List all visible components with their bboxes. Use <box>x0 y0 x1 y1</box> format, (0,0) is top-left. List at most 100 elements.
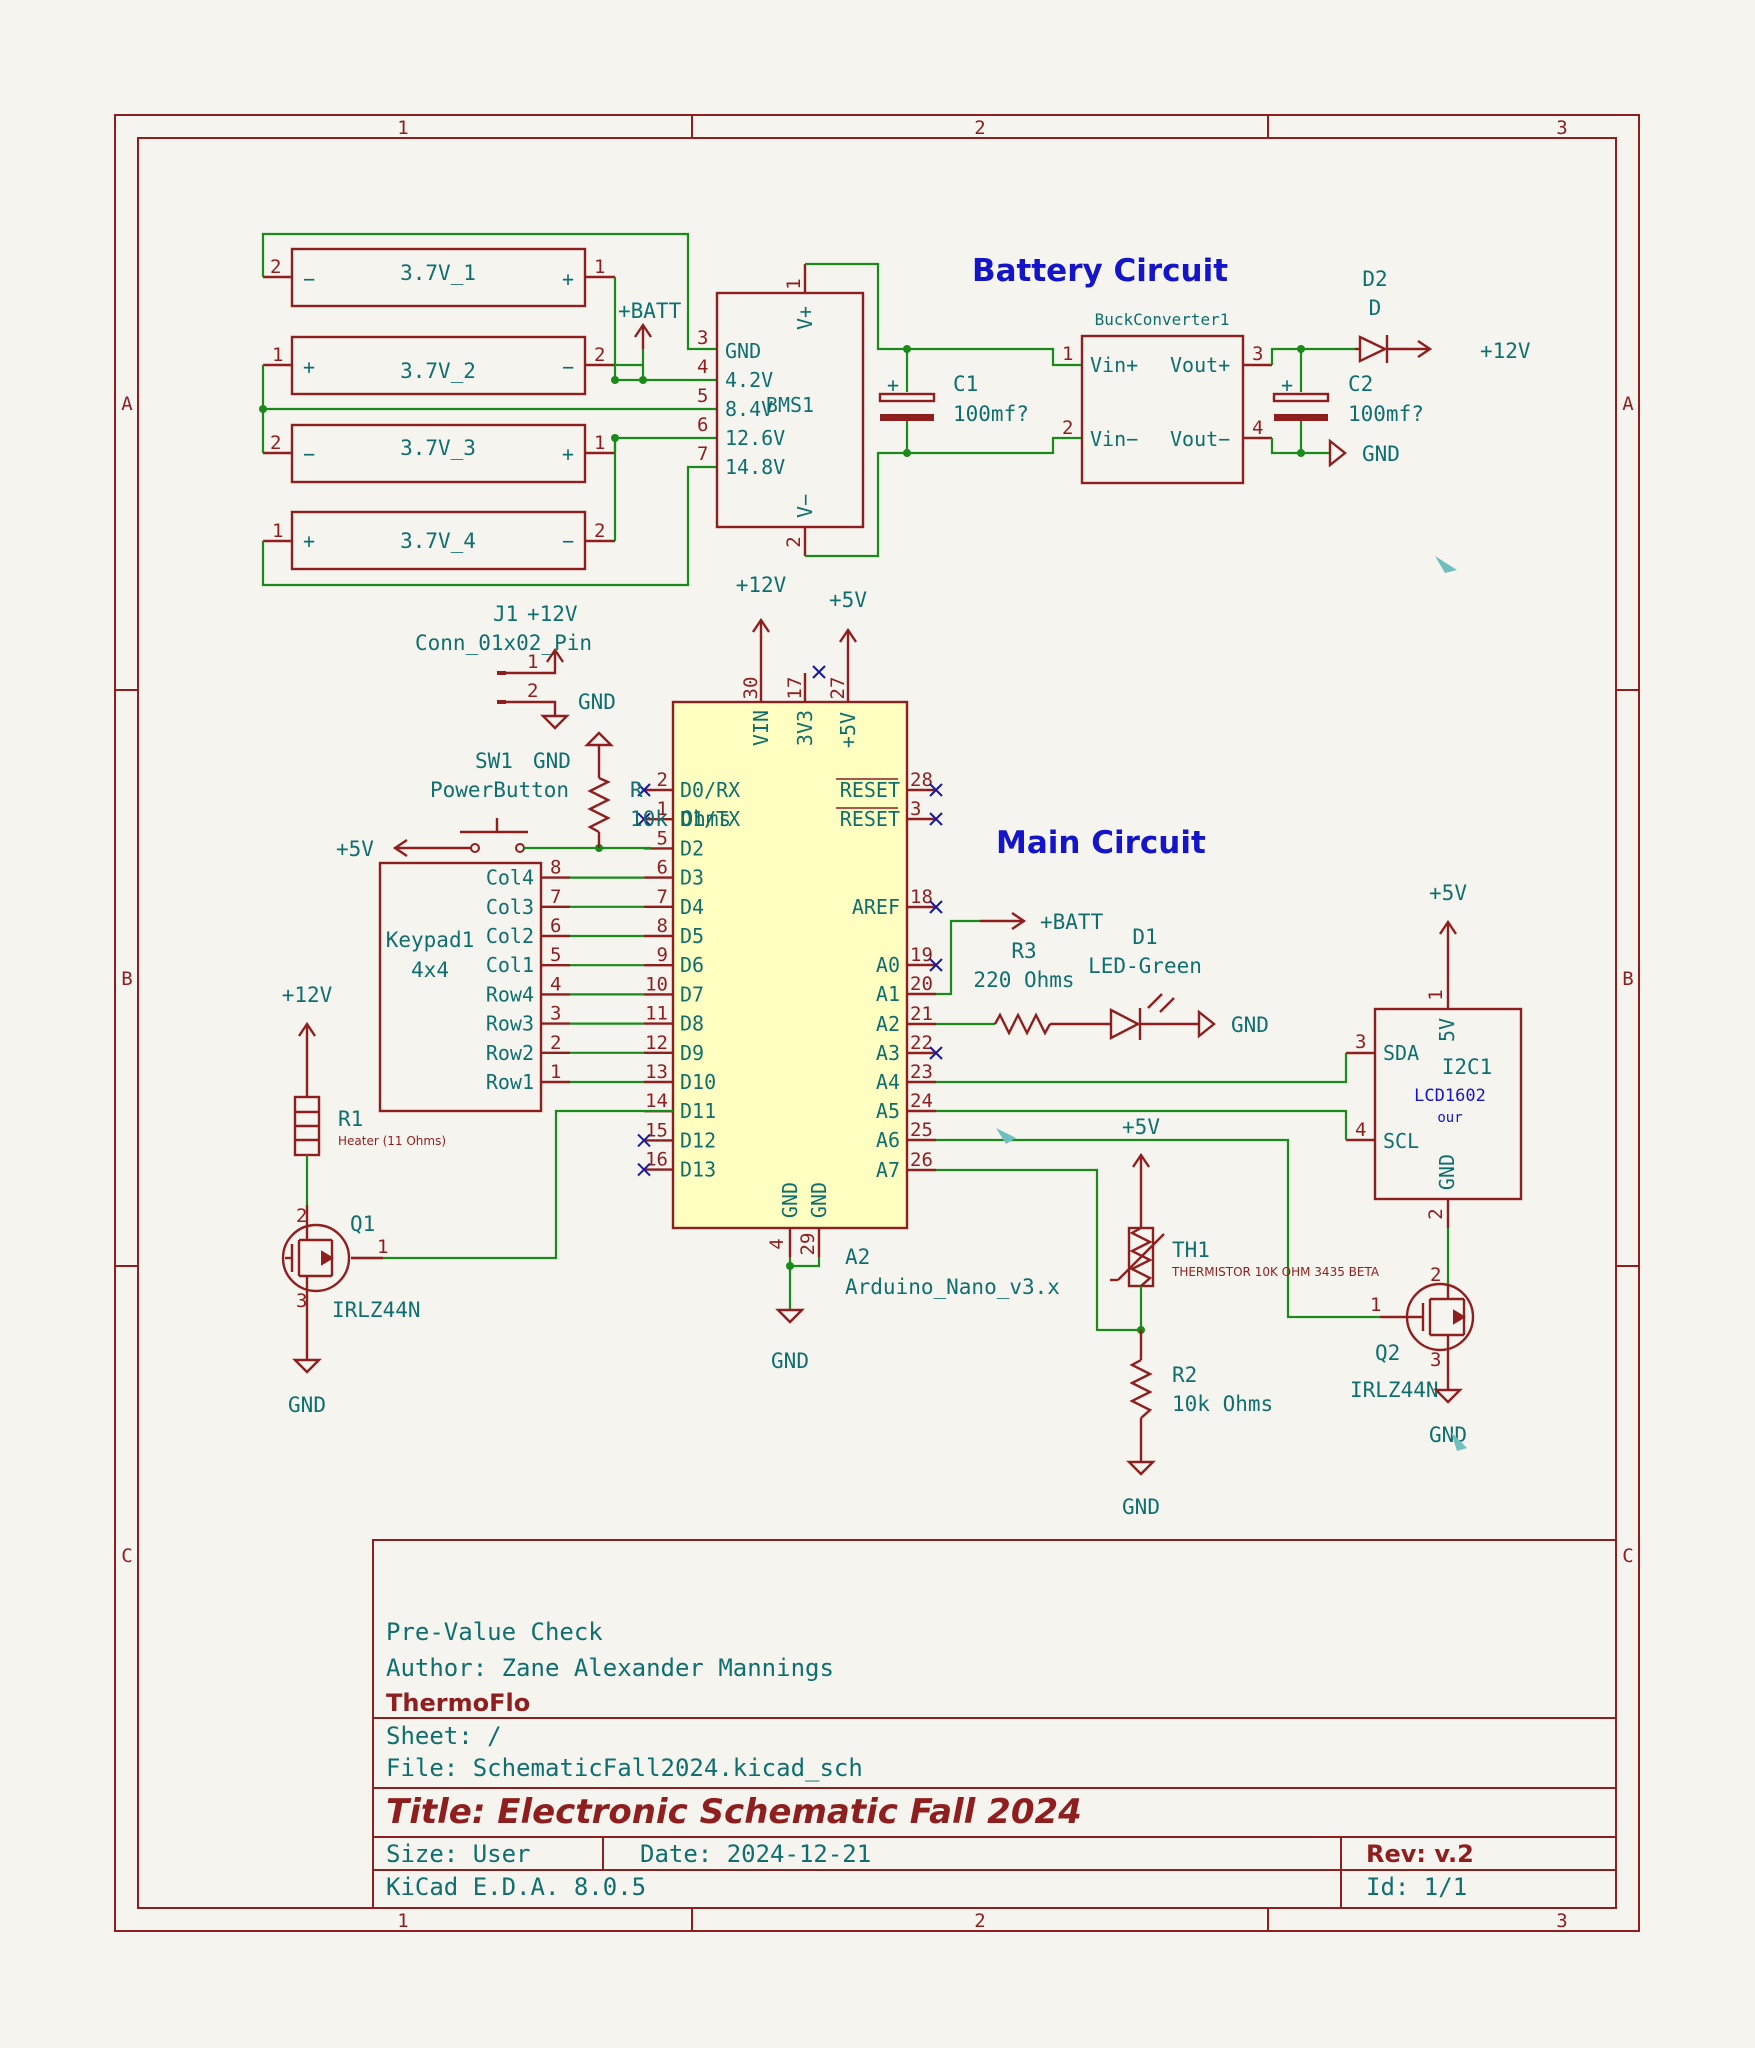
i2c-lcd: I2C1 LCD1602 our SDA SCL 5V GND 3 4 1 2 … <box>936 881 1523 1285</box>
arduino-nano: A2 Arduino_Nano_v3.x <box>671 700 1060 1299</box>
lcd-pin1: 1 <box>1425 989 1447 1000</box>
bms-pin4-num: 4 <box>697 356 708 378</box>
arduino-left-pin-num: 12 <box>645 1032 668 1054</box>
battery-1-pin-right: 1 <box>594 256 605 278</box>
arduino-body[interactable] <box>671 700 909 1230</box>
lcd-sda-name: SDA <box>1383 1041 1419 1065</box>
arduino-left-pin-name: D13 <box>680 1158 716 1182</box>
mosfet-q2[interactable]: 2 1 3 Q2 IRLZ44N GND <box>936 1138 1475 1447</box>
arduino-right-pin-num: 28 <box>910 769 933 791</box>
capacitor-c2[interactable]: + C2 100mf? <box>1272 372 1424 426</box>
d2-value: D <box>1369 296 1382 320</box>
arduino-right-pin-name: A7 <box>876 1158 900 1182</box>
arduino-left-pin-num: 1 <box>657 798 668 820</box>
arduino-right-pin-num: 21 <box>910 1003 933 1025</box>
mosfet-q1[interactable]: 2 1 3 Q1 IRLZ44N GND <box>281 1109 673 1417</box>
d2-output-12v-label: +12V <box>1480 339 1531 363</box>
arduino-right-pin-name: A6 <box>876 1128 900 1152</box>
battery-3-left-sign: − <box>303 442 315 466</box>
lcd-ref: I2C1 <box>1442 1055 1493 1079</box>
resistor-r3[interactable]: R3 220 Ohms <box>936 939 1111 1036</box>
frame-col-2-top: 2 <box>974 117 985 139</box>
lcd-pin4: 4 <box>1355 1119 1366 1141</box>
keypad-pin-name: Row2 <box>486 1041 534 1065</box>
keypad-pin-num: 2 <box>550 1032 561 1054</box>
arduino-left-pin-num: 16 <box>645 1149 668 1171</box>
led-d1[interactable]: D1 LED-Green GND <box>1088 925 1269 1040</box>
keypad-pin-name: Col2 <box>486 924 534 948</box>
keypad-pin-name: Row4 <box>486 982 534 1006</box>
c2-plus-sign: + <box>1281 373 1293 397</box>
buck-pin3: 3 <box>1252 343 1263 365</box>
resistor-r2[interactable]: GND R2 10k Ohms <box>936 1168 1273 1519</box>
pulldown-value: 10k Ohms <box>630 807 731 831</box>
capacitor-c1[interactable]: + C1 100mf? <box>878 372 1029 426</box>
battery-2-pin-left: 1 <box>272 344 283 366</box>
arduino-left-pin-name: D1/TX <box>680 807 740 831</box>
frame-row-b-left: B <box>121 968 132 990</box>
r1-12v-label: +12V <box>282 983 333 1007</box>
frame-row-b-right: B <box>1622 968 1633 990</box>
sw1-ref: SW1 <box>475 749 513 773</box>
buck-pin4: 4 <box>1252 417 1263 439</box>
bms-pin7-name: 14.8V <box>725 455 785 479</box>
buck-body[interactable] <box>1080 334 1245 485</box>
arduino-right-pin-name: A3 <box>876 1041 900 1065</box>
arduino-top-pins: 30 17 27 VIN 3V3 +5V +12V +5V <box>736 573 868 748</box>
j1-pin1: 1 <box>527 651 538 673</box>
bms-pin5-num: 5 <box>697 385 708 407</box>
arduino-pin30-num: 30 <box>740 677 762 700</box>
title-block: Pre-Value Check Author: Zane Alexander M… <box>372 1539 1617 1909</box>
diode-d2[interactable]: D2 D +12V <box>1355 267 1531 363</box>
r2-ref: R2 <box>1172 1363 1197 1387</box>
arduino-left-pin-num: 15 <box>645 1119 668 1141</box>
arduino-left-pin-name: D3 <box>680 866 704 890</box>
keypad-pin-name: Col3 <box>486 895 534 919</box>
q1-pin2: 2 <box>296 1205 307 1227</box>
buck-gnd-label: GND <box>1362 442 1400 466</box>
arduino-right-pin-name: RESET <box>840 807 900 831</box>
thermistor-th1[interactable]: +5V TH1 THERMISTOR 10K OHM 3435 BETA <box>1110 1115 1380 1330</box>
connector-j1[interactable]: J1 +12V Conn_01x02_Pin 1 2 GND <box>415 602 616 730</box>
bms-pin3-name: GND <box>725 339 761 363</box>
battery-1-right-sign: + <box>562 267 574 291</box>
keypad-ref: Keypad1 <box>386 928 475 952</box>
arduino-5v-flag-label: +5V <box>829 588 867 612</box>
batt-power-flag-top: +BATT <box>618 299 682 349</box>
tb-file: File: SchematicFall2024.kicad_sch <box>386 1754 863 1782</box>
bms-body[interactable] <box>715 291 865 529</box>
lcd-5v-name: 5V <box>1435 1018 1459 1042</box>
j1-value: Conn_01x02_Pin <box>415 631 592 655</box>
battery-1-left-sign: − <box>303 267 315 291</box>
buck-converter: BuckConverter1 Vin+ Vin− Vout+ Vout− 1 2… <box>1062 310 1272 485</box>
main-circuit-heading: Main Circuit <box>996 825 1206 861</box>
arduino-left-pin-num: 2 <box>657 769 668 791</box>
tb-author: Author: Zane Alexander Mannings <box>386 1654 834 1682</box>
battery-circuit-heading: Battery Circuit <box>972 253 1228 289</box>
keypad-pin-name: Row1 <box>486 1070 534 1094</box>
keypad-body[interactable] <box>378 861 543 1113</box>
tb-tool: KiCad E.D.A. 8.0.5 <box>386 1873 646 1901</box>
battery-4-left-sign: + <box>303 529 315 553</box>
bms-pin2-num: 2 <box>783 536 805 547</box>
tb-company: ThermoFlo <box>386 1689 530 1717</box>
switch-sw1[interactable]: SW1 GND PowerButton +5V <box>336 749 651 861</box>
arduino-left-pin-num: 14 <box>645 1090 668 1112</box>
pulldown-ref: R <box>630 778 643 802</box>
th1-value: THERMISTOR 10K OHM 3435 BETA <box>1171 1265 1380 1279</box>
pulldown-resistor[interactable]: R 10k Ohms <box>584 731 731 848</box>
r1-value: Heater (11 Ohms) <box>338 1134 446 1148</box>
keypad-pin-num: 8 <box>550 857 561 879</box>
cursor-markers <box>996 556 1467 1451</box>
lcd-pin3: 3 <box>1355 1031 1366 1053</box>
lcd-subtext: our <box>1437 1110 1462 1126</box>
heater-r1[interactable]: +12V R1 Heater (11 Ohms) <box>282 983 446 1205</box>
batt-flag-top-label: +BATT <box>618 299 682 323</box>
arduino-left-pin-name: D4 <box>680 895 704 919</box>
battery-wiring <box>259 232 717 587</box>
keypad-module: Keypad1 4x4 <box>378 861 543 1113</box>
arduino-bottom-pins: 4 29 GND GND GND <box>766 1182 831 1373</box>
battery-4-pin-right: 2 <box>594 520 605 542</box>
